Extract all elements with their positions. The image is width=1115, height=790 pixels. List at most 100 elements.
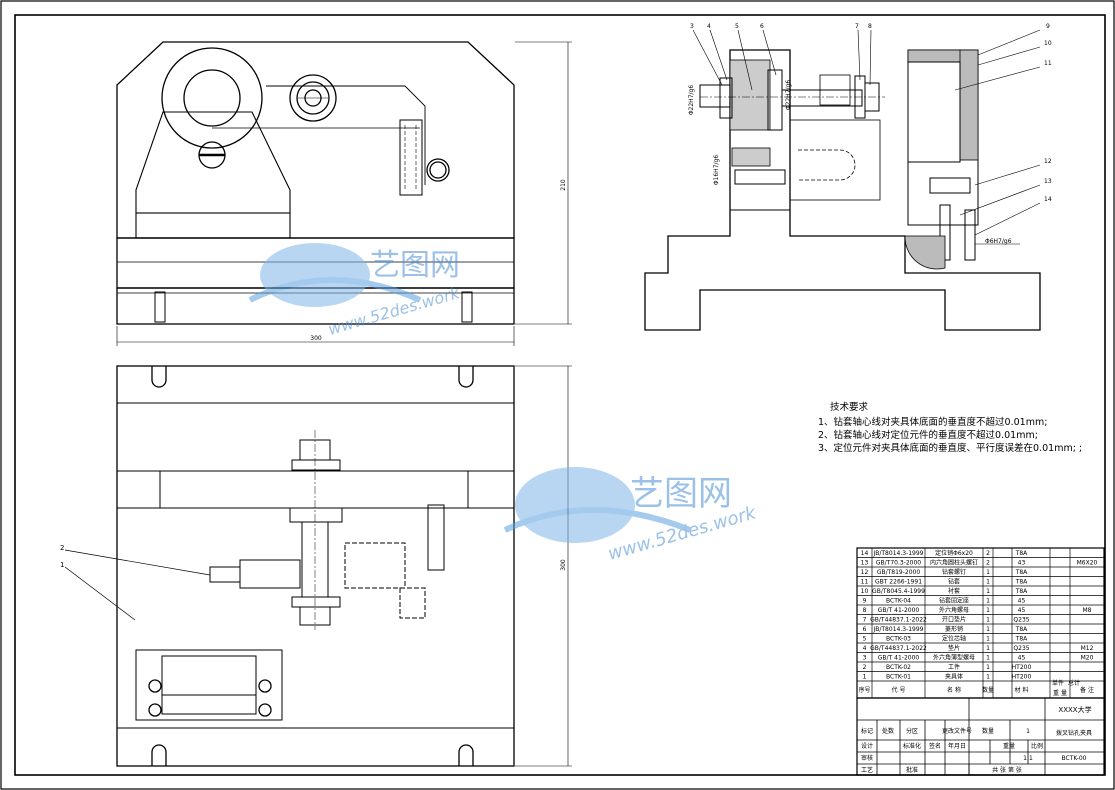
bom-material: T8A: [1015, 636, 1028, 643]
scale-label: 比例: [1031, 742, 1043, 750]
bom-name: 开口垫片: [942, 616, 966, 624]
callout-6: 6: [760, 23, 764, 30]
bom-qty: 1: [986, 626, 990, 633]
bom-no: 9: [863, 598, 867, 605]
bom-qty: 1: [986, 636, 990, 643]
callout-8: 8: [868, 23, 872, 30]
callout-12: 12: [1044, 158, 1052, 165]
bom-name: 钻套: [948, 578, 960, 586]
bom-header-material: 材 料: [1015, 686, 1029, 694]
bom-qty: 2: [986, 560, 990, 567]
inner-frame: [14, 14, 1106, 776]
bom-header-remark: 备 注: [1080, 686, 1094, 694]
watermark-brand-1: 艺图网: [370, 248, 460, 283]
bom-code: BCTK-01: [886, 674, 911, 681]
tech-line-1: 1、钻套轴心线对夹具体底面的垂直度不超过0.01mm;: [818, 416, 1047, 428]
watermark-brand-2: 艺图网: [630, 474, 732, 514]
bom-code: GB/T44837.1-2022: [870, 645, 927, 652]
bom-material: Q235: [1013, 617, 1029, 624]
fit-1: Φ22H7/g6: [688, 85, 695, 116]
bom-qty: 1: [986, 674, 990, 681]
bom-name: 外六角薄型螺母: [933, 654, 975, 662]
tech-requirements: 技术要求 1、钻套轴心线对夹具体底面的垂直度不超过0.01mm; 2、钻套轴心线…: [818, 401, 1082, 454]
tech-title: 技术要求: [830, 401, 869, 413]
bom-header-total: 总计: [1068, 679, 1080, 687]
bom-qty: 1: [986, 617, 990, 624]
fit-4: Φ6H7/g6: [985, 238, 1012, 245]
bom-name: 衬套: [948, 587, 960, 595]
bom-name: 定位芯轴: [942, 635, 966, 643]
bom-qty: 1: [986, 664, 990, 671]
bom-material: T8A: [1015, 550, 1028, 557]
drawing-name: 拨叉钻孔夹具: [1056, 729, 1092, 737]
callout-11: 11: [1044, 60, 1052, 67]
section-callouts: 3 4 5 6 7 8 9 10 11 12 13 14 Φ22H7/g6 Φ2…: [688, 23, 1052, 245]
fit-2: Φ22H7/g6: [785, 80, 792, 111]
bom-name: 内六角圆柱头螺钉: [930, 559, 978, 567]
callout-3: 3: [690, 23, 694, 30]
bom-qty: 1: [986, 598, 990, 605]
bom-no: 10: [861, 588, 869, 595]
bom-name: 夹具体: [945, 673, 963, 681]
bom-no: 3: [863, 655, 867, 662]
label-approve: 批准: [906, 766, 918, 774]
bom-code: BCTK-02: [886, 664, 911, 671]
bom-no: 7: [863, 617, 867, 624]
bom-no: 6: [863, 626, 867, 633]
label-sign: 签名: [929, 742, 941, 750]
top-callout-2: 2: [60, 544, 64, 552]
qty-label: 数量: [982, 727, 994, 735]
bom-header-weight: 重 量: [1053, 689, 1067, 697]
callout-4: 4: [707, 23, 711, 30]
tech-line-3: 3、定位元件对夹具体底面的垂直度、平行度误差在0.01mm; ;: [818, 442, 1082, 454]
front-view: [116, 41, 572, 346]
bom-code: GB/T819-2000: [877, 569, 921, 576]
callout-10: 10: [1044, 40, 1052, 47]
label-zone: 分区: [906, 727, 918, 735]
bom-qty: 2: [986, 550, 990, 557]
bom-material: 45: [1018, 598, 1026, 605]
front-dim-width: 300: [310, 335, 322, 342]
tech-line-2: 2、钻套轴心线对定位元件的垂直度不超过0.01mm;: [818, 429, 1038, 441]
top-view: [64, 365, 572, 767]
bom-code: GB/T 41-2000: [878, 655, 920, 662]
front-dim-height: 210: [560, 179, 567, 191]
bom-name: 菱形销: [945, 625, 963, 633]
label-review: 审核: [861, 754, 873, 762]
bom-code: GB/T70.3-2000: [876, 560, 921, 567]
label-change: 更改文件号: [942, 727, 972, 735]
title-block-text: XXXX大学 拨叉钻孔夹具 BCTK-00 数量 1 重量 比例 1:1 共 张…: [861, 705, 1092, 774]
bom-no: 14: [861, 550, 869, 557]
bom-code: GBT 2266-1991: [875, 579, 922, 586]
label-design: 设计: [861, 742, 873, 750]
bom-header-single: 单件: [1052, 679, 1064, 687]
label-count: 处数: [882, 727, 894, 735]
bom-code: GB/T 41-2000: [878, 607, 920, 614]
school-name: XXXX大学: [1058, 705, 1091, 714]
bom-name: 工件: [948, 663, 960, 671]
bom-no: 13: [861, 560, 869, 567]
bom-name: 钻套螺钉: [942, 568, 966, 576]
qty-value: 1: [1026, 728, 1030, 735]
bom-code: JB/T8014.3-1999: [872, 626, 923, 633]
bom-name: 钻套固定座: [939, 597, 969, 605]
bom-name: 外六角螺母: [939, 606, 969, 614]
bom-remark: M8: [1083, 607, 1092, 614]
top-dim-height: 300: [560, 559, 567, 571]
bom-header-qty: 数量: [982, 686, 994, 694]
bom-material: Q235: [1013, 645, 1029, 652]
bom-header-no: 序号: [858, 686, 870, 694]
label-mark: 标记: [861, 727, 873, 735]
bom-qty: 1: [986, 579, 990, 586]
bom-no: 5: [863, 636, 867, 643]
scale-value: 1:1: [1023, 755, 1033, 762]
drawing-no: BCTK-00: [1062, 755, 1087, 762]
callout-13: 13: [1044, 178, 1052, 185]
bom-header-code: 代 号: [892, 686, 906, 694]
bom-material: HT200: [1012, 664, 1032, 671]
bom-material: T8A: [1015, 579, 1028, 586]
bom-material: 45: [1018, 607, 1026, 614]
